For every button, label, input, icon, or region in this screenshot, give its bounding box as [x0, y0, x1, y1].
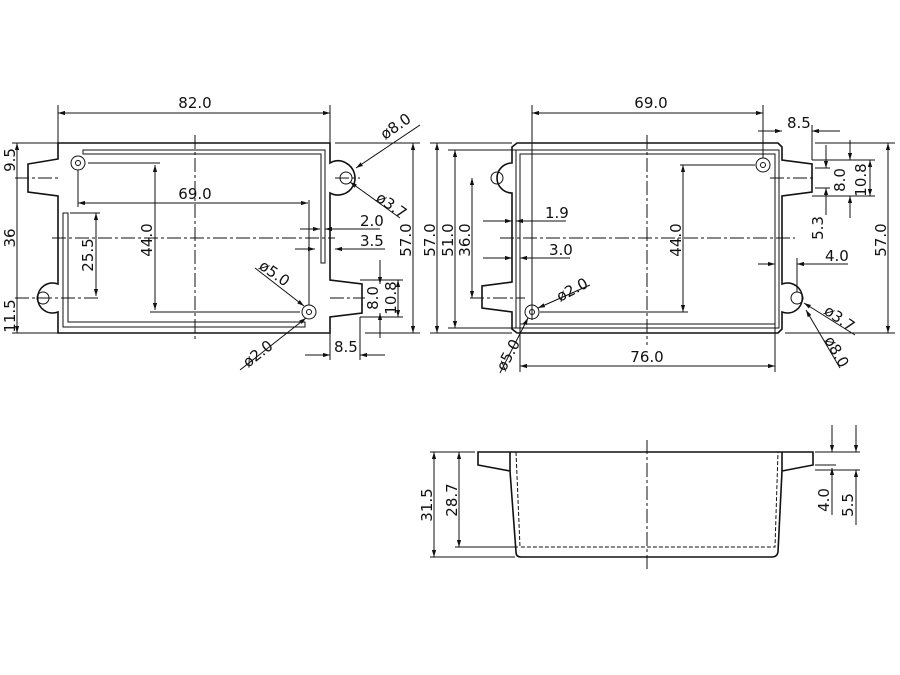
dim-4-0: 4.0: [825, 247, 849, 265]
dim-4-0: 4.0: [815, 488, 833, 512]
mount-boss: [301, 304, 317, 320]
dim-dia-5: ø5.0: [256, 257, 293, 291]
dim-36: 36: [1, 228, 19, 247]
side-view-outline: [477, 451, 814, 558]
mount-boss: [70, 155, 86, 171]
dim-11-5: 11.5: [1, 299, 19, 332]
dim-51: 51.0: [439, 223, 457, 256]
dim-8-0: 8.0: [364, 286, 382, 310]
side-view: 31.5 28.7 4.0 5.5: [418, 425, 860, 570]
dim-dia-8: ø8.0: [377, 110, 414, 144]
dim-28-7: 28.7: [443, 483, 461, 516]
dim-dia-3-7: ø3.7: [821, 302, 858, 336]
dim-dia-8: ø8.0: [821, 333, 853, 371]
dim-76: 76.0: [630, 348, 663, 366]
dim-3-0: 3.0: [549, 241, 573, 259]
dim-dia-2: ø2.0: [553, 274, 591, 305]
dim-44: 44.0: [138, 223, 156, 256]
right-view-outline: [481, 142, 813, 334]
top-view-left: 82.0 69.0 44.0 25.5 9.5 36 11.5 2.0 3.5 …: [1, 94, 421, 371]
dim-44: 44.0: [667, 223, 685, 256]
top-view-right: 69.0 8.5 8.0 10.8 5.3 1.9 3.0 44.0 4.0 ø…: [421, 94, 895, 374]
dim-57: 57.0: [397, 223, 415, 256]
dim-dia-5: ø5.0: [493, 336, 524, 374]
dim-36: 36.0: [456, 223, 474, 256]
dim-10-8: 10.8: [382, 281, 400, 314]
dim-69: 69.0: [634, 94, 667, 112]
mount-hole: [490, 171, 504, 185]
dim-5-3: 5.3: [809, 216, 827, 240]
dim-2-0: 2.0: [360, 212, 384, 230]
dim-10-8: 10.8: [852, 163, 870, 196]
dim-8-0: 8.0: [831, 168, 849, 192]
dim-57-left: 57.0: [421, 223, 439, 256]
dim-57-right: 57.0: [872, 223, 890, 256]
inner-rail: [82, 149, 326, 264]
dim-1-9: 1.9: [545, 204, 569, 222]
dim-69: 69.0: [178, 185, 211, 203]
dim-3-5: 3.5: [360, 232, 384, 250]
dim-25-5: 25.5: [79, 238, 97, 271]
dim-5-5: 5.5: [839, 493, 857, 517]
mount-boss: [755, 157, 771, 173]
dim-8-5: 8.5: [334, 338, 358, 356]
dim-31-5: 31.5: [418, 488, 436, 521]
dim-9-5: 9.5: [1, 148, 19, 172]
mount-hole: [790, 291, 804, 305]
dim-82: 82.0: [178, 94, 211, 112]
dim-8-5: 8.5: [787, 114, 811, 132]
